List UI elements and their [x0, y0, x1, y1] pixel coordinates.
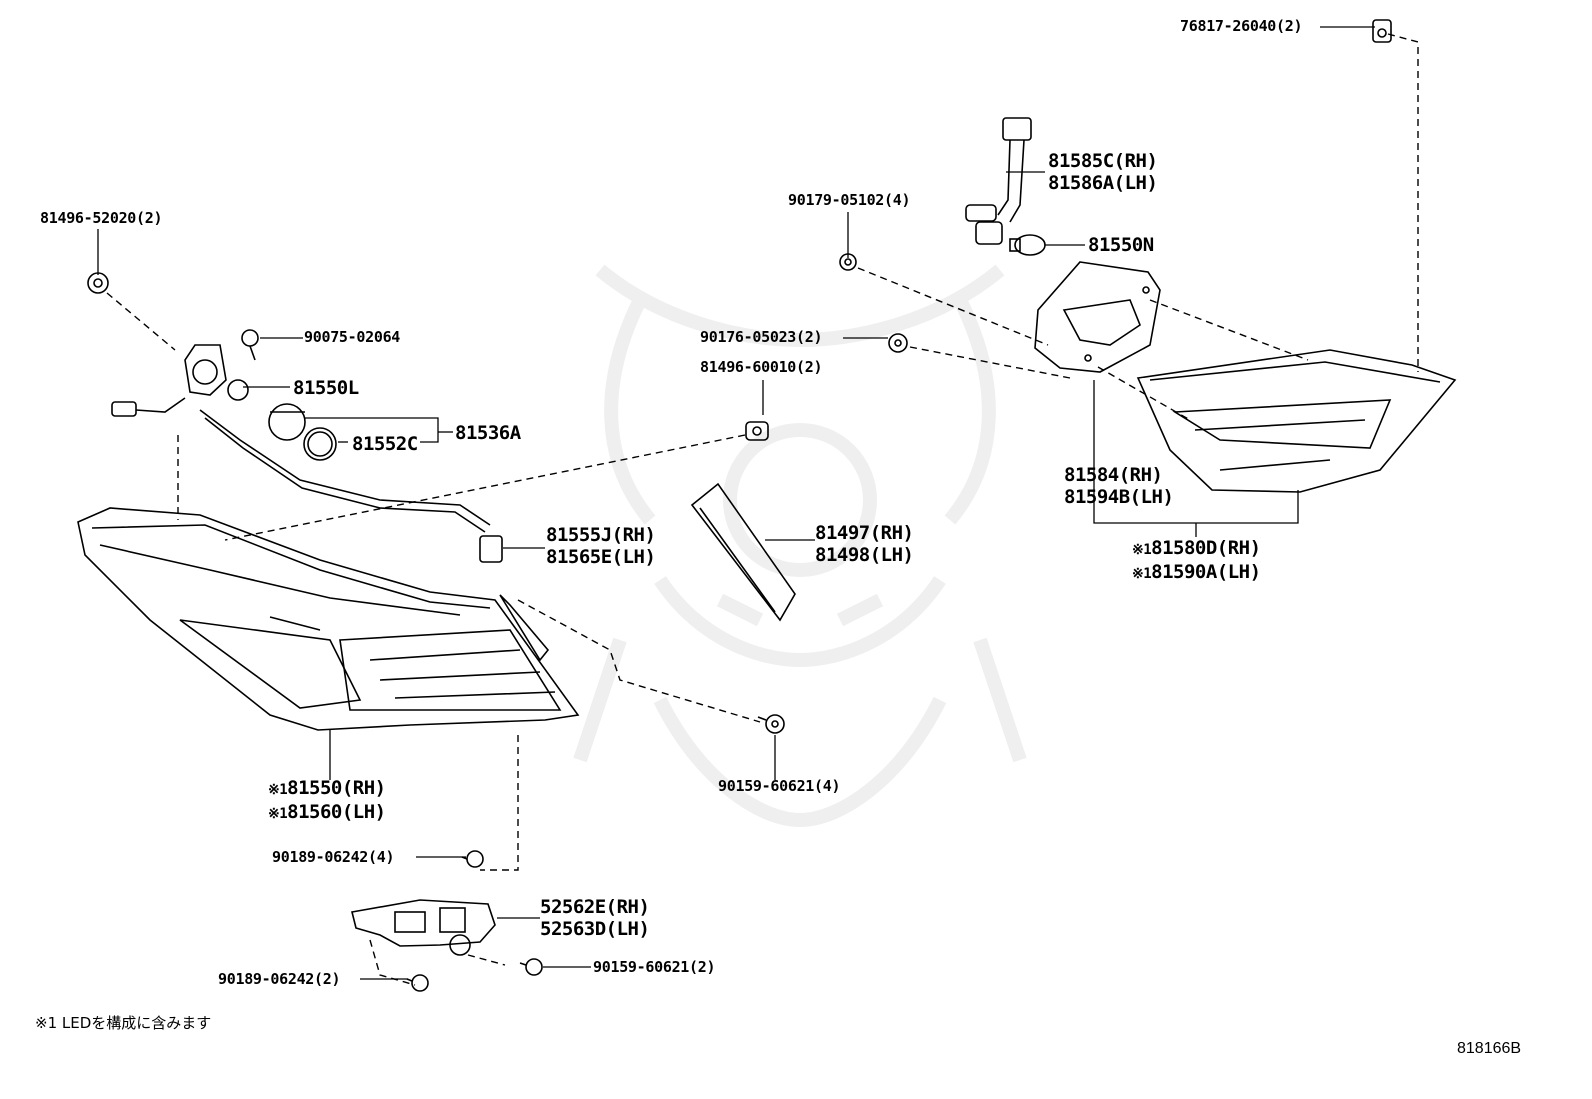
label-row-81550: ※181550(RH)	[268, 777, 386, 801]
inner-lamp-81580d-icon	[1136, 349, 1457, 493]
rear-lamp-81550-icon	[77, 507, 580, 731]
watermark-logo	[573, 264, 1027, 828]
label-row-81560: ※181560(LH)	[268, 801, 386, 825]
label-81580d: 81580D(RH)	[1151, 537, 1261, 559]
label-52562e: 52562E(RH)	[540, 896, 650, 918]
label-90189-06242-a: 90189-06242(4)	[272, 848, 395, 866]
label-81550n: 81550N	[1088, 234, 1154, 256]
label-90189-06242-b: 90189-06242(2)	[218, 970, 341, 988]
led-mark: ※1	[1132, 566, 1152, 582]
clip-81496-60010-icon	[745, 421, 769, 441]
nut-90176-icon	[888, 333, 908, 353]
label-90075-02064: 90075-02064	[304, 328, 401, 346]
socket-wire-81555j-icon	[111, 344, 503, 563]
screw-90159-b-icon	[519, 958, 543, 976]
label-81496-60010: 81496-60010(2)	[700, 358, 823, 376]
footnote: ※1 LEDを構成に含みます	[35, 1014, 212, 1032]
socket-81536a-icon	[268, 403, 306, 441]
label-81496-52020: 81496-52020(2)	[40, 209, 163, 227]
label-90179-05102: 90179-05102(4)	[788, 191, 911, 209]
label-row-81590a: ※181590A(LH)	[1132, 561, 1261, 585]
assembly-dashed-lines	[106, 33, 1419, 986]
led-mark: ※1	[268, 782, 288, 798]
label-81590a: 81590A(LH)	[1151, 561, 1261, 583]
label-81586a: 81586A(LH)	[1048, 172, 1158, 194]
leader-lines	[97, 26, 1375, 980]
label-81497: 81497(RH)	[815, 522, 914, 544]
bulb-81550n-icon	[1009, 234, 1046, 256]
clip-81496-52020-icon	[87, 272, 109, 294]
clip-76817-icon	[1372, 19, 1392, 43]
label-90176-05023: 90176-05023(2)	[700, 328, 823, 346]
label-52562e-52563d: 52562E(RH) 52563D(LH)	[540, 896, 650, 940]
label-81555j-81565e: 81555J(RH) 81565E(LH)	[546, 524, 656, 568]
label-81552c: 81552C	[352, 433, 418, 455]
screw-90159-a-icon	[757, 714, 785, 734]
screw-90075-icon	[241, 329, 259, 361]
label-81560: 81560(LH)	[287, 801, 386, 823]
socket-wire-81585c-icon	[965, 117, 1032, 245]
bulb-81550l-icon	[227, 379, 249, 401]
label-90159-60621-b: 90159-60621(2)	[593, 958, 716, 976]
nut-90189-b-icon	[406, 974, 429, 992]
label-81536a: 81536A	[455, 422, 521, 444]
label-81550-81560: ※181550(RH) ※181560(LH)	[268, 777, 386, 825]
label-90159-60621-a: 90159-60621(4)	[718, 777, 841, 795]
label-81584: 81584(RH)	[1064, 464, 1163, 486]
label-81555j: 81555J(RH)	[546, 524, 656, 546]
led-mark: ※1	[268, 806, 288, 822]
cover-81497-icon	[690, 482, 796, 622]
label-81565e: 81565E(LH)	[546, 546, 656, 568]
nut-90189-a-icon	[461, 850, 484, 868]
bracket-52562e-icon	[351, 899, 496, 956]
led-mark: ※1	[1132, 542, 1152, 558]
label-81585c: 81585C(RH)	[1048, 150, 1158, 172]
label-81550: 81550(RH)	[287, 777, 386, 799]
label-81584-81594b: 81584(RH) 81594B(LH)	[1064, 464, 1174, 508]
label-81594b: 81594B(LH)	[1064, 486, 1174, 508]
oring-81552c-icon	[303, 427, 337, 461]
label-81585c-81586a: 81585C(RH) 81586A(LH)	[1048, 150, 1158, 194]
label-row-81580d: ※181580D(RH)	[1132, 537, 1261, 561]
label-76817-26040: 76817-26040(2)	[1180, 17, 1303, 35]
nut-90179-icon	[839, 253, 857, 271]
label-81497-81498: 81497(RH) 81498(LH)	[815, 522, 914, 566]
gasket-81584-icon	[1034, 261, 1161, 373]
label-52563d: 52563D(LH)	[540, 918, 650, 940]
diagram-code: 818166B	[1457, 1040, 1522, 1057]
label-81580d-81590a: ※181580D(RH) ※181590A(LH)	[1132, 537, 1261, 585]
label-81498: 81498(LH)	[815, 544, 914, 566]
label-81550l: 81550L	[293, 377, 359, 399]
